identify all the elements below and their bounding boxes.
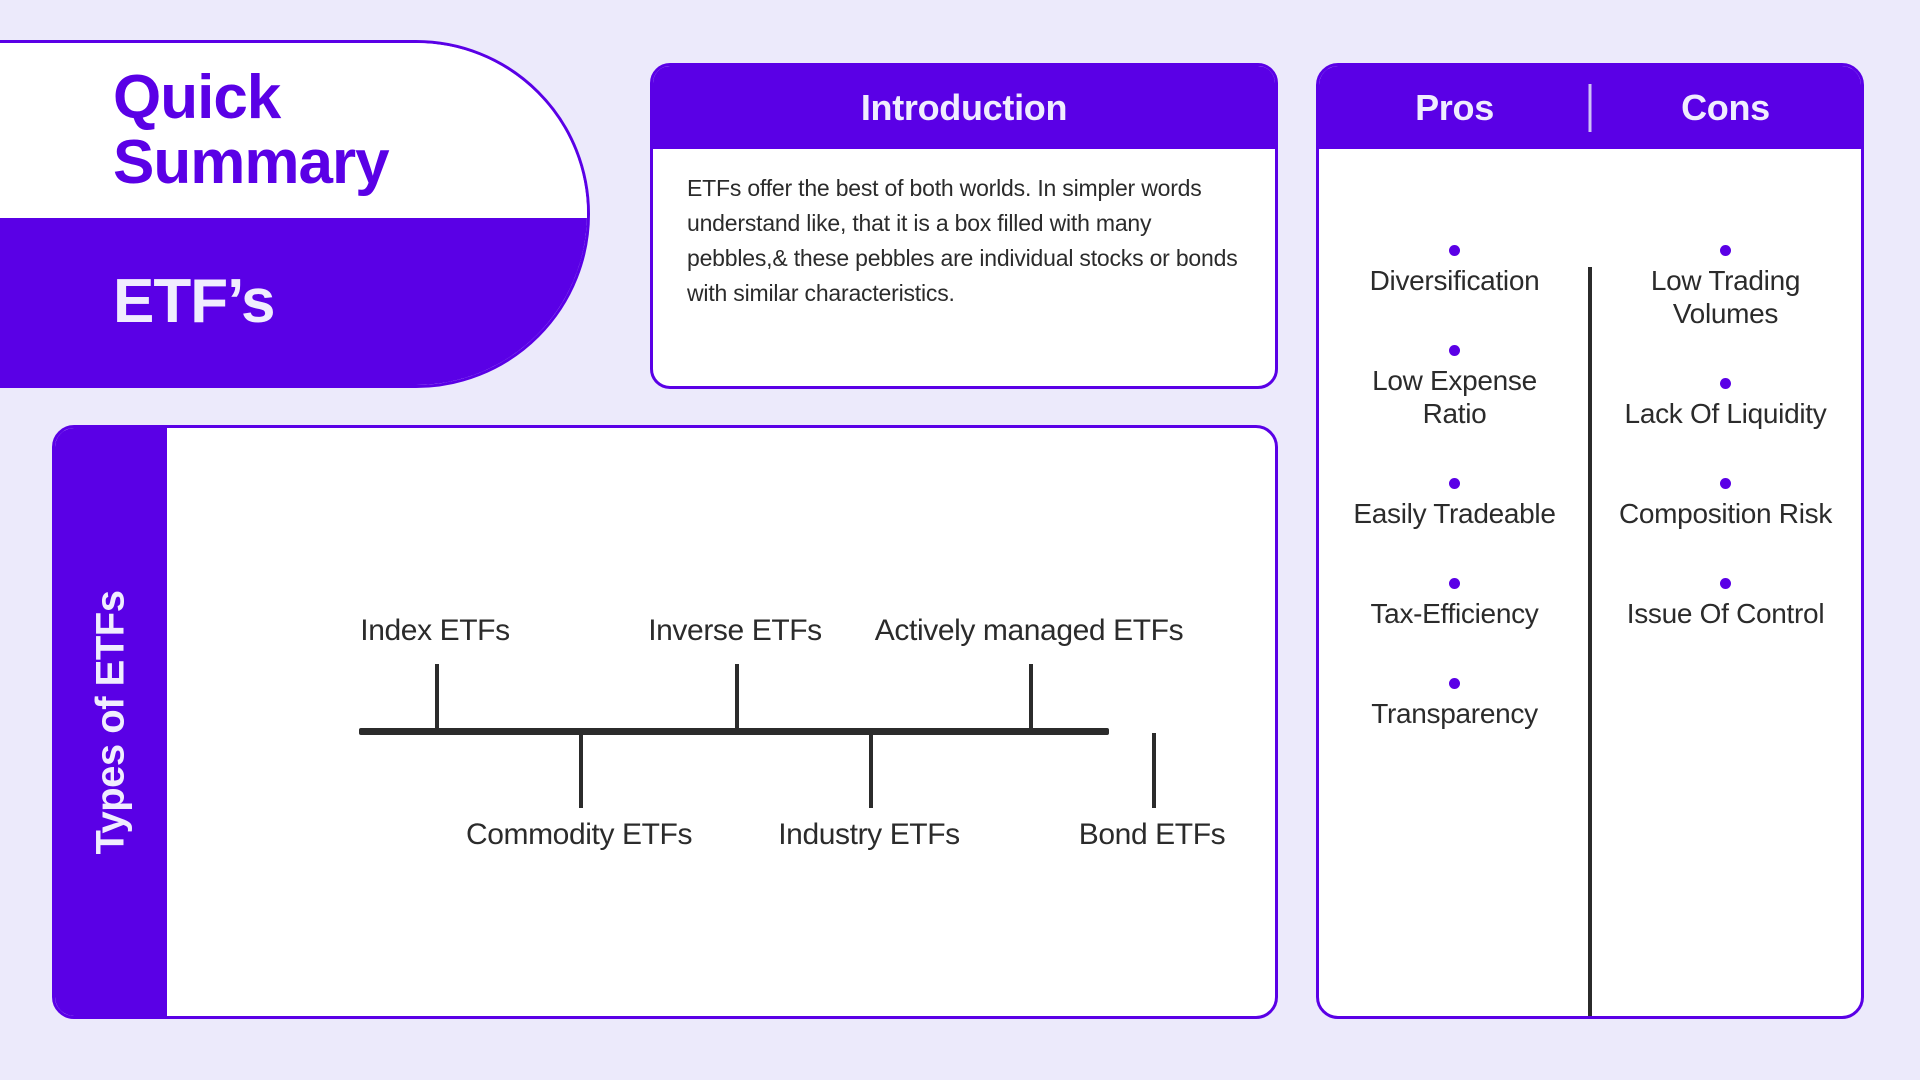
introduction-body: ETFs offer the best of both worlds. In s… [653,149,1275,386]
types-of-etfs-sidebar: Types of ETFs [55,428,167,1016]
timeline-node-label: Index ETFs [360,614,510,647]
timeline-node-label: Actively managed ETFs [874,614,1184,647]
cons-item: Issue Of Control [1590,578,1861,630]
cons-item: Lack Of Liquidity [1590,378,1861,430]
types-of-etfs-card: Types of ETFs Index ETFs Inverse ETFs Acti… [52,425,1278,1019]
quick-summary-title: Quick Summary [113,63,390,197]
types-of-etfs-side-label: Types of ETFs [88,590,133,854]
pros-cons-vertical-divider [1588,267,1592,1016]
timeline-tick-up [735,664,739,729]
pros-heading: Pros [1415,86,1494,128]
pros-item: Diversification [1319,245,1590,297]
timeline-tick-up [435,664,439,729]
timeline-node-label: Commodity ETFs [465,818,693,851]
timeline-node-label: Bond ETFs [1078,818,1226,851]
timeline-tick-up [1029,664,1033,729]
bullet-dot-icon [1449,245,1460,256]
bullet-dot-icon [1449,578,1460,590]
bullet-dot-icon [1720,245,1731,256]
types-of-etfs-diagram: Index ETFs Inverse ETFs Actively managed E… [167,428,1275,1016]
quick-summary-title-line1: Quick [113,63,281,133]
bullet-dot-icon [1449,345,1460,357]
cons-heading: Cons [1681,86,1770,128]
pros-item: Transparency [1319,678,1590,730]
introduction-card: Introduction ETFs offer the best of both… [650,63,1278,389]
quick-summary-bottom: ETF’s [0,218,587,385]
bullet-dot-icon [1720,478,1731,490]
timeline-tick-down [579,733,583,808]
timeline-tick-down [869,733,873,808]
cons-item: Low Trading Volumes [1590,245,1861,330]
bullet-dot-icon [1720,378,1731,390]
timeline-node-label: Industry ETFs [778,818,960,851]
quick-summary-card: Quick Summary ETF’s [0,40,590,388]
bullet-dot-icon [1720,578,1731,590]
cons-item: Composition Risk [1590,478,1861,530]
cons-label: Low Trading Volumes [1650,265,1801,330]
pros-cons-header-divider-icon [1588,84,1592,132]
pros-item: Low Expense Ratio [1319,345,1590,430]
cons-label: Lack Of Liquidity [1624,398,1827,430]
pros-label: Transparency [1371,698,1538,730]
introduction-heading: Introduction [860,86,1068,128]
bullet-dot-icon [1449,478,1460,490]
cons-label: Issue Of Control [1626,598,1825,630]
bullet-dot-icon [1449,678,1460,690]
pros-item: Tax-Efficiency [1319,578,1590,630]
timeline-node-label: Inverse ETFs [648,614,822,647]
pros-label: Easily Tradeable [1353,498,1556,530]
quick-summary-top: Quick Summary [0,43,587,218]
pros-label: Low Expense Ratio [1372,365,1537,430]
introduction-text: ETFs offer the best of both worlds. In s… [687,175,1238,306]
timeline-axis [359,728,1109,735]
pros-item: Easily Tradeable [1319,478,1590,530]
introduction-header: Introduction [653,66,1275,149]
quick-summary-title-line2: Summary [113,127,390,197]
quick-summary-subtitle: ETF’s [113,267,276,336]
pros-label: Diversification [1369,265,1540,296]
pros-cons-header: Pros Cons [1319,66,1861,149]
cons-label: Composition Risk [1618,498,1833,530]
timeline-tick-down [1152,733,1156,808]
pros-label: Tax-Efficiency [1370,598,1539,630]
